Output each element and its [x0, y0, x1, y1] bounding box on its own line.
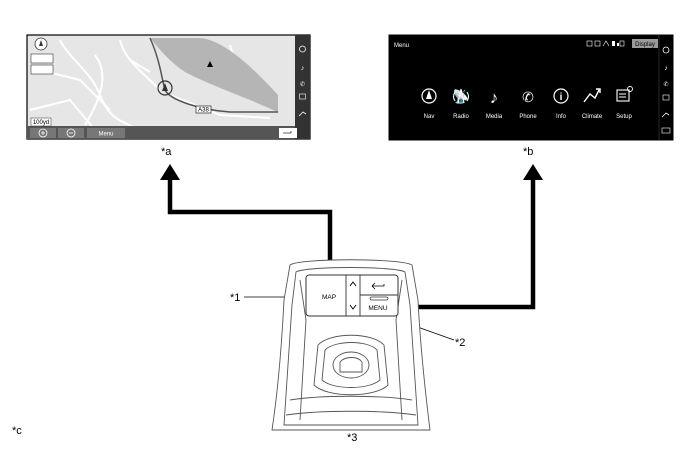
chevron-down-icon [349, 304, 357, 310]
menu-hardware-button[interactable]: MENU [368, 296, 389, 312]
svg-text:i: i [560, 92, 563, 103]
zoom-in-button[interactable] [30, 128, 56, 138]
menu-item-label: Setup [616, 114, 632, 120]
menu-item-info[interactable]: i Info [553, 88, 569, 120]
rail-nav-icon-b[interactable] [662, 46, 670, 54]
menu-item-nav[interactable]: Nav [421, 88, 437, 120]
menu-title: Menu [394, 43, 409, 49]
back-hardware-button[interactable] [371, 282, 385, 290]
zoom-out-button[interactable] [58, 128, 84, 138]
map-side-rail [295, 35, 310, 139]
menu-item-radio[interactable]: 📡 Radio [453, 88, 470, 120]
menu-item-phone[interactable]: ✆ Phone [519, 89, 537, 120]
map-park-area [150, 38, 278, 112]
rail-climate-icon[interactable] [298, 111, 307, 117]
status-icons [586, 40, 625, 47]
menu-item-setup[interactable]: Setup [616, 86, 633, 121]
display-button[interactable]: Display [632, 39, 658, 48]
map-button-label: MAP [322, 294, 336, 301]
menu-item-label: Media [486, 114, 503, 120]
phone-icon: ✆ [522, 89, 534, 105]
map-menu-label: Menu [98, 132, 113, 138]
scroll-rocker[interactable] [349, 281, 357, 310]
arrow-map-to-screen [160, 164, 333, 274]
callout-1: *1 [230, 292, 240, 304]
nav-icon [421, 88, 437, 104]
climate-icon [583, 88, 601, 103]
menu-item-label: Info [556, 114, 567, 120]
radio-icon: 📡 [453, 88, 469, 104]
rail-phone-icon-b[interactable]: ✆ [663, 81, 668, 88]
menu-item-media[interactable]: ♪ Media [486, 88, 503, 120]
menu-screen: Menu Display ♪ ✆ Nav 📡 [388, 34, 674, 141]
console-controller [271, 259, 431, 431]
rail-media-icon-b[interactable]: ♪ [664, 65, 668, 72]
menu-item-label: Nav [424, 114, 435, 120]
rail-nav-icon[interactable] [299, 45, 306, 53]
plus-circle-icon [38, 128, 48, 138]
destination-marker [207, 61, 213, 67]
callout-b: *b [523, 146, 533, 158]
scale-box [30, 117, 52, 127]
menu-item-label: Phone [519, 114, 537, 120]
rail-media-icon[interactable]: ♪ [301, 65, 305, 72]
map-hardware-button[interactable]: MAP [322, 294, 336, 301]
rail-phone-icon[interactable]: ✆ [300, 81, 305, 88]
arrow-menu-to-screen [396, 164, 543, 310]
rail-info-icon[interactable] [299, 93, 306, 100]
chevron-up-icon [349, 281, 357, 287]
rail-screen-icon-b[interactable] [661, 127, 671, 134]
display-button-label: Display [635, 42, 655, 48]
menu-button-label: MENU [368, 305, 387, 312]
rail-info-icon-b[interactable] [662, 94, 670, 101]
menu-item-label: Radio [453, 114, 469, 120]
map-view-button[interactable] [30, 53, 54, 64]
back-arrow-icon [371, 282, 385, 290]
menu-item-label: Climate [582, 114, 603, 120]
map-menu-button[interactable]: Menu [87, 128, 125, 138]
callout-a: *a [161, 146, 172, 158]
callout-2: *2 [455, 337, 465, 349]
menu-item-climate[interactable]: Climate [582, 88, 603, 120]
map-mode-button[interactable] [30, 64, 54, 75]
return-icon [283, 131, 292, 134]
rail-climate-icon-b[interactable] [661, 112, 670, 118]
minus-circle-icon [66, 128, 76, 138]
info-icon [553, 88, 569, 104]
scale-label: 100yd [33, 120, 49, 126]
music-note-icon: ♪ [490, 88, 499, 107]
route-sign: A38 [198, 108, 209, 114]
setup-icon [616, 89, 630, 102]
position-marker [157, 80, 173, 96]
map-screen: A38 100yd Menu ♪ ✆ [26, 34, 311, 140]
callout-c: *c [12, 425, 22, 437]
callout-3: *3 [347, 432, 357, 444]
